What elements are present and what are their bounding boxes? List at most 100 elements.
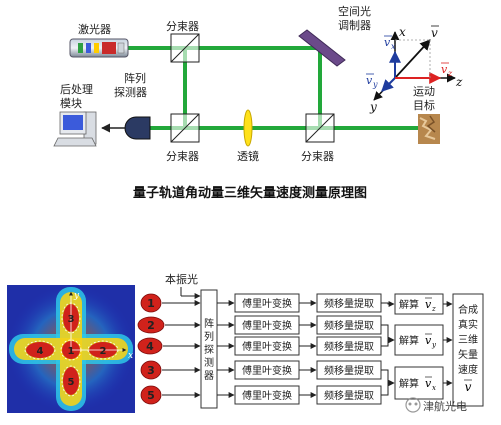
svg-text:列: 列 <box>204 330 214 343</box>
axis-z-label: z <box>455 75 463 89</box>
target-label-1: 运动 <box>413 85 435 98</box>
svg-text:器: 器 <box>204 370 214 382</box>
svg-text:z: z <box>447 69 453 78</box>
lens <box>243 109 253 147</box>
optical-setup-diagram: 激光器 分束器 分束器 分束器 空间光 调制器 透镜 阵列 探 <box>53 4 463 163</box>
beam-splitter-bottom-left <box>170 113 200 143</box>
svg-text:5: 5 <box>147 389 155 402</box>
svg-text:解算: 解算 <box>399 334 419 347</box>
computer-icon <box>53 111 97 147</box>
channel-3: 3 <box>140 360 162 380</box>
vy-label: v y <box>366 73 378 89</box>
svg-text:v: v <box>425 334 432 347</box>
svg-text:真实: 真实 <box>458 318 478 331</box>
v-label: v <box>431 25 439 40</box>
svg-text:y: y <box>372 80 378 89</box>
fourier-transform-label: 傅里叶变换 <box>242 340 292 353</box>
svg-text:v: v <box>431 26 438 40</box>
figure-caption: 量子轨道角动量三维矢量速度测量原理图 <box>133 185 367 201</box>
synthesis-text: 合成 真实 三维 矢量 速度 v <box>458 303 478 394</box>
watermark: 津航光电 <box>405 397 467 413</box>
channel-2: 2 <box>137 316 165 334</box>
fourier-transform-label: 傅里叶变换 <box>242 364 292 377</box>
svg-text:矢量: 矢量 <box>458 348 478 361</box>
frequency-shift-label: 频移量提取 <box>324 389 374 402</box>
processing-row: 傅里叶变换 频移量提取 <box>217 380 395 405</box>
beam-splitter-bottom-right <box>305 113 335 143</box>
svg-text:x: x <box>391 42 396 51</box>
array-detector-label-2: 探测器 <box>114 86 147 99</box>
svg-text:v: v <box>425 377 432 390</box>
svg-text:合成: 合成 <box>458 303 478 316</box>
svg-text:v: v <box>441 63 448 76</box>
frequency-shift-label: 频移量提取 <box>324 340 374 353</box>
channel-5: 5 <box>140 385 162 405</box>
target-label-2: 目标 <box>413 98 435 112</box>
svg-text:津航光电: 津航光电 <box>423 399 467 413</box>
oam-intensity-heatmap <box>7 285 135 413</box>
svg-text:探: 探 <box>204 343 214 356</box>
svg-text:4: 4 <box>146 340 154 353</box>
fourier-transform-label: 傅里叶变换 <box>242 297 292 310</box>
processing-rows: 傅里叶变换频移量提取傅里叶变换频移量提取傅里叶变换频移量提取傅里叶变换频移量提取… <box>217 293 395 405</box>
beam-splitter-top-left <box>170 33 200 63</box>
velocity-axes <box>373 31 456 101</box>
svg-text:v: v <box>465 380 472 394</box>
svg-text:1: 1 <box>147 297 155 310</box>
array-detector-text: 阵 列 探 测 器 <box>204 317 214 382</box>
frequency-shift-label: 频移量提取 <box>324 319 374 332</box>
heatmap-label-3: 3 <box>68 314 75 325</box>
splitter-label-top: 分束器 <box>166 20 199 33</box>
svg-text:x: x <box>432 384 436 392</box>
array-detector-label-1: 阵列 <box>124 71 146 85</box>
vz-label: v z <box>441 62 453 78</box>
fourier-transform-label: 傅里叶变换 <box>242 319 292 332</box>
splitter-label-bottom-left: 分束器 <box>166 150 199 163</box>
heatmap-label-2: 2 <box>100 346 107 357</box>
post-processing-label-1: 后处理 <box>60 83 93 96</box>
svg-text:解算: 解算 <box>399 298 419 311</box>
slm-label-2: 调制器 <box>338 19 371 32</box>
svg-text:测: 测 <box>204 356 214 369</box>
laser-label: 激光器 <box>78 22 111 36</box>
svg-text:速度: 速度 <box>458 363 478 376</box>
frequency-shift-label: 频移量提取 <box>324 297 374 310</box>
array-detector <box>124 116 151 140</box>
heatmap-axis-y: y <box>73 291 80 301</box>
solve-box-vy: 解算 v y <box>394 324 444 356</box>
splitter-label-bottom-right: 分束器 <box>301 150 334 163</box>
axis-x-label: x <box>399 25 406 39</box>
solve-box-vz: 解算 v z <box>394 293 444 315</box>
processing-row: 傅里叶变换 频移量提取 <box>217 315 395 343</box>
svg-text:解算: 解算 <box>399 377 419 390</box>
svg-text:z: z <box>431 305 436 313</box>
heatmap-label-5: 5 <box>68 377 75 388</box>
array-detector-box <box>200 289 218 409</box>
channel-numbers: 1 2 4 3 5 <box>137 293 165 405</box>
velocity-vector <box>394 39 431 79</box>
heatmap-axis-x: x <box>128 351 133 361</box>
svg-text:阵: 阵 <box>204 317 214 330</box>
heatmap-label-4: 4 <box>37 346 44 357</box>
svg-text:v: v <box>366 74 373 87</box>
signal-processing-diagram: 4 2 1 3 5 x y 本振光 1 2 4 3 <box>7 272 484 413</box>
solve-box-vx: 解算 v x <box>394 366 444 400</box>
heatmap-label-1: 1 <box>68 346 75 357</box>
moving-target <box>418 114 440 144</box>
spatial-light-modulator <box>298 29 346 67</box>
processing-row: 傅里叶变换 频移量提取 <box>217 293 395 313</box>
lens-label: 透镜 <box>237 149 259 163</box>
svg-text:三维: 三维 <box>458 333 478 346</box>
fourier-transform-label: 傅里叶变换 <box>242 389 292 402</box>
solve-to-synth-arrows <box>443 301 453 386</box>
laser-device <box>69 38 129 58</box>
reference-light-label: 本振光 <box>165 272 198 286</box>
post-processing-label-2: 模块 <box>60 97 82 110</box>
channel-arrows <box>162 300 201 398</box>
channel-1: 1 <box>140 293 162 313</box>
svg-text:v: v <box>384 36 391 49</box>
vx-label: v x <box>384 35 396 51</box>
svg-text:2: 2 <box>147 319 155 332</box>
processing-row: 傅里叶变换 频移量提取 <box>217 336 395 356</box>
